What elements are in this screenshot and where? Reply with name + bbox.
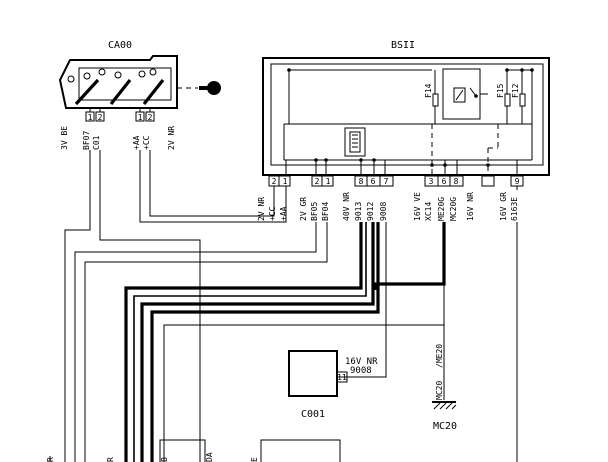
mc20-wire-lower: MC20 (435, 381, 444, 400)
bottom-label: R (46, 457, 55, 462)
bsii-wire-code: BF04 (321, 202, 330, 221)
ca00-wire-color: 3V BE (60, 126, 69, 150)
c001-wire-color: 16V NR (345, 357, 378, 367)
ca00-wire-code: +AA (132, 135, 141, 150)
bsii-wire-color: 40V NR (342, 192, 351, 221)
bsii-wire-code: 9013 (354, 202, 363, 221)
ca00-wire-code: +CC (142, 135, 151, 150)
bottom-label: DA (205, 452, 214, 462)
bottom-label: R (106, 457, 115, 462)
bsii-connectors (268, 175, 524, 187)
bsii-wire-color: 16V NR (466, 192, 475, 221)
key-icon (199, 81, 221, 95)
bsii-wire-color: 16V GR (499, 192, 508, 221)
bsii-wire-code: +CC (268, 206, 277, 221)
bsii-wire-code: ME20G (437, 197, 446, 221)
ca00-pin-label: 1 (88, 113, 93, 122)
ca00-wire-color: 2V NR (167, 126, 176, 150)
bsii-wire-code: 9012 (366, 202, 375, 221)
wires (64, 150, 518, 462)
c001-wire-code: 9008 (350, 366, 372, 376)
bsii-wire-code: MC20G (449, 197, 458, 221)
c001-pin-label: 11 (337, 373, 347, 382)
ca00-wire-code: BF07 (82, 131, 91, 150)
c001-title: C001 (301, 409, 325, 420)
bsii-pin-label: 3 (429, 177, 434, 186)
bsii-wire-code: 9008 (379, 202, 388, 221)
bsii-title: BSII (391, 40, 415, 51)
bsii-pin-label: 2 (272, 177, 277, 186)
bsii-pin-label: 1 (326, 177, 331, 186)
bsii-box (262, 57, 550, 176)
bsii-pin-label: 6 (371, 177, 376, 186)
ca00-switch (58, 55, 198, 122)
ca00-wire-code: C01 (92, 135, 101, 150)
bsii-pin-label: 9 (515, 177, 520, 186)
bsii-wire-code: +AA (279, 206, 288, 221)
bsii-wire-color: 2V GR (299, 197, 308, 221)
bottom-label: E (250, 457, 259, 462)
bottom-label: B (160, 457, 169, 462)
ca00-pin-label: 1 (138, 113, 143, 122)
bsii-wire-code: XC14 (424, 202, 433, 221)
fuse-f14-label: F14 (424, 83, 433, 98)
ca00-title: CA00 (108, 40, 132, 51)
mc20-wire-upper: /ME20 (435, 344, 444, 368)
ca00-pin-label: 2 (98, 113, 103, 122)
fuse-f15-label: F15 (496, 83, 505, 98)
bsii-pin-label: 1 (283, 177, 288, 186)
ca00-pin-label: 2 (148, 113, 153, 122)
bsii-pin-label: 2 (315, 177, 320, 186)
bsii-pin-label: 8 (359, 177, 364, 186)
mc20-title: MC20 (433, 421, 457, 432)
bsii-wire-code: 6163E (510, 197, 519, 221)
bsii-pin-label: 8 (454, 177, 459, 186)
bsii-wire-color: 16V VE (413, 192, 422, 221)
fuse-f12-label: F12 (511, 83, 520, 98)
bottom-components (49, 439, 341, 462)
bsii-pin-label: 6 (442, 177, 447, 186)
bsii-pin-label: 7 (384, 177, 389, 186)
bsii-wire-code: BF05 (310, 202, 319, 221)
bsii-wire-color: 2V NR (257, 197, 266, 221)
ground-icon (432, 401, 457, 410)
c001-component (288, 350, 348, 397)
